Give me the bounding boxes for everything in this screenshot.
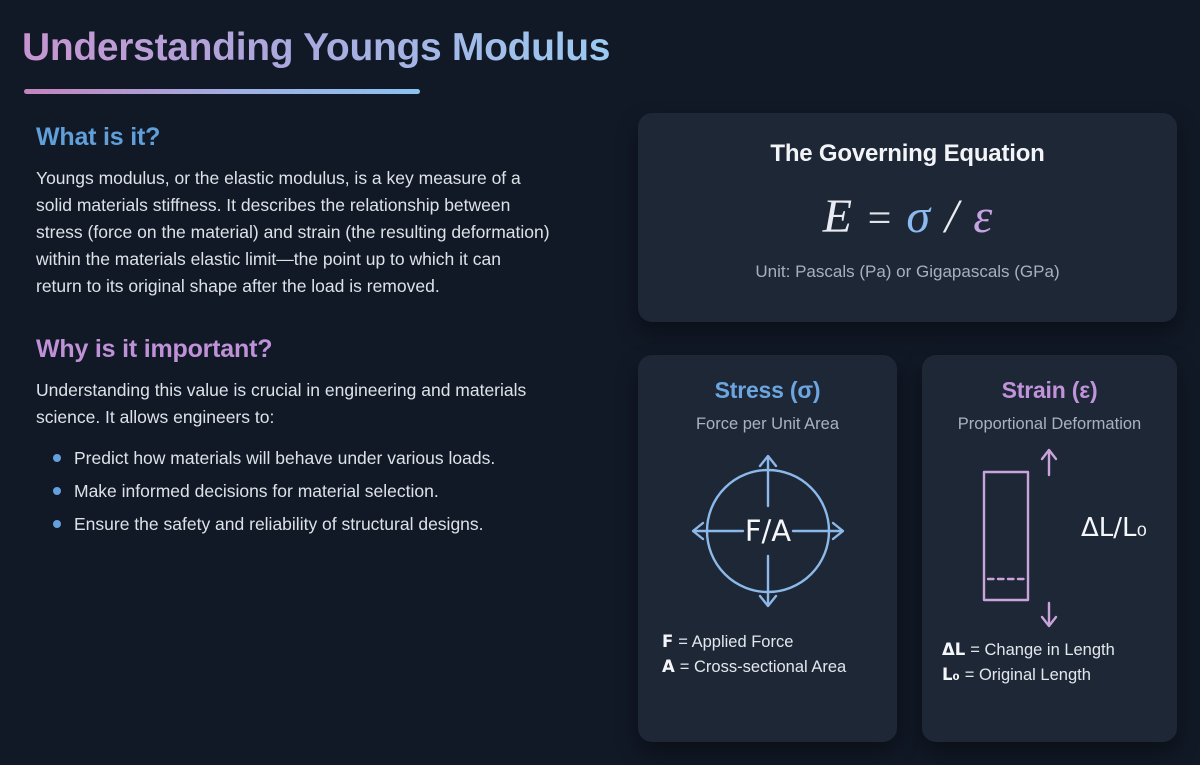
strain-card-title: Strain (ε) [1001,377,1098,403]
stress-diagram-icon: F/A [691,454,844,608]
unit-note: Unit: Pascals (Pa) or Gigapascals (GPa) [755,262,1060,281]
bullet-dot-icon [53,487,61,495]
list-item-text: Make informed decisions for material sel… [74,481,439,501]
stress-formula-label: F/A [744,514,790,548]
stress-legend: F= Applied Force A= Cross-sectional Area [662,630,897,679]
list-item-text: Ensure the safety and reliability of str… [74,514,484,534]
strain-formula-label: ΔL/L₀ [1081,513,1147,543]
list-item: Ensure the safety and reliability of str… [53,511,628,537]
legend-term: L₀ [942,664,960,684]
stress-card-title: Stress (σ) [714,377,821,403]
legend-row: A= Cross-sectional Area [662,655,897,680]
sigma-symbol: σ [906,190,931,243]
left-column: What is it? Youngs modulus, or the elast… [36,122,628,544]
bullet-dot-icon [53,454,61,462]
strain-card: Strain (ε) Proportional Deformation ΔL/L… [922,355,1177,742]
legend-row: F= Applied Force [662,630,897,655]
modulus-symbol: E [822,190,853,243]
division-slash: / [945,190,959,243]
list-item: Predict how materials will behave under … [53,445,628,471]
legend-term: F [662,632,674,651]
bullet-dot-icon [53,520,61,528]
list-item: Make informed decisions for material sel… [53,478,628,504]
governing-equation-card: The Governing Equation E = σ / ε Unit: Pasca… [638,113,1177,322]
legend-row: L₀= Original Length [942,663,1177,688]
page-title: Understanding Youngs Modulus [22,26,611,69]
legend-row: ΔL= Change in Length [942,638,1177,663]
title-underline [24,89,420,94]
legend-definition: = Change in Length [970,641,1115,659]
legend-term: A [662,656,675,676]
why-important-intro: Understanding this value is crucial in e… [36,380,527,427]
strain-card-subtitle: Proportional Deformation [957,415,1142,433]
what-is-it-section: What is it? Youngs modulus, or the elast… [36,122,628,300]
legend-definition: = Original Length [964,665,1091,684]
what-is-it-heading: What is it? [36,123,161,151]
why-important-heading: Why is it important? [36,335,273,363]
strain-legend: ΔL= Change in Length L₀= Original Length [942,638,1177,687]
epsilon-symbol: ε [973,190,993,243]
what-is-it-body: Youngs modulus, or the elastic modulus, … [36,168,550,296]
why-important-section: Why is it important? Understanding this … [36,334,628,537]
equation-card-title: The Governing Equation [770,140,1045,167]
stress-card: Stress (σ) Force per Unit Area F/A [638,355,897,742]
benefits-list: Predict how materials will behave under … [36,445,628,537]
legend-term: ΔL [942,640,966,659]
legend-definition: = Applied Force [678,633,794,651]
equals-sign: = [865,196,894,242]
legend-definition: = Cross-sectional Area [679,657,847,676]
strain-diagram-icon: ΔL/L₀ [982,448,1147,628]
governing-equation: E = σ / ε [638,191,1177,245]
list-item-text: Predict how materials will behave under … [74,448,496,468]
stress-card-subtitle: Force per Unit Area [695,415,840,433]
